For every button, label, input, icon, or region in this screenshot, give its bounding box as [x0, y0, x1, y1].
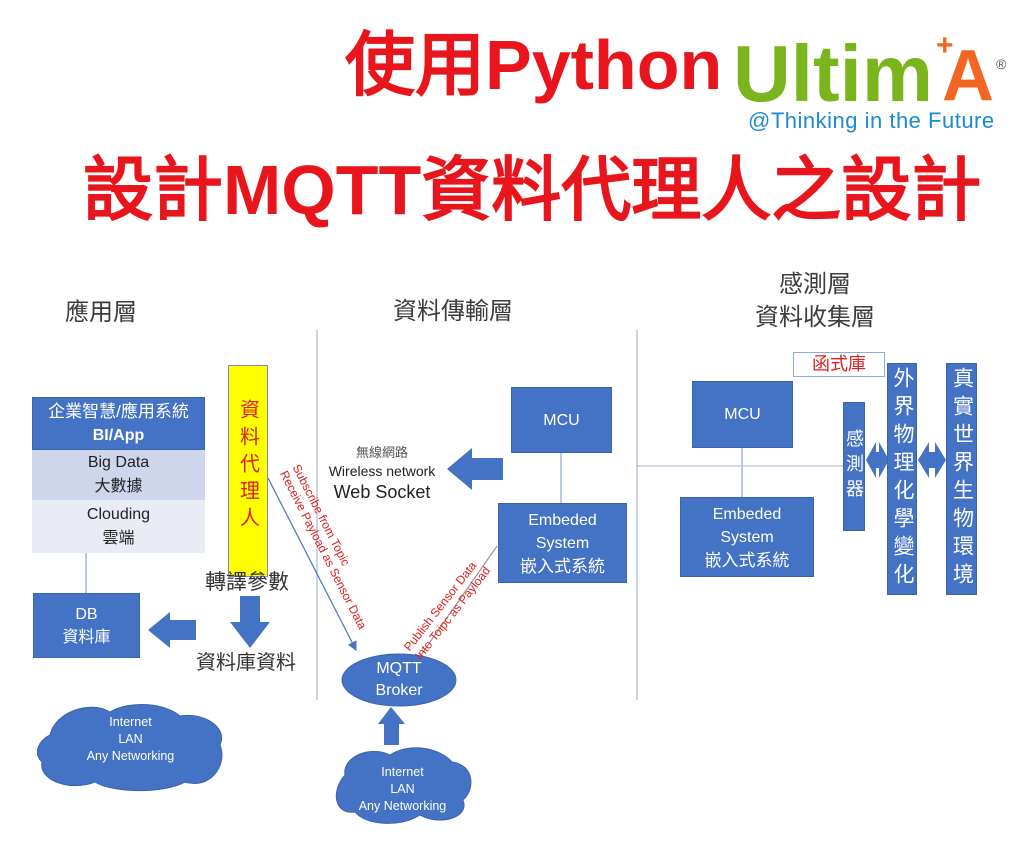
sensor-box: 感測器 [843, 402, 865, 531]
layer-label-sensing-line1: 感測層 [779, 271, 851, 298]
ultima-logo: Ultim + A ® @Thinking in the Future [730, 20, 1014, 138]
big-data-title: Big Data [87, 454, 150, 471]
cloud-application [37, 703, 223, 792]
layer-label-application: 應用層 [65, 299, 137, 326]
broker-label-line1: MQTT [376, 660, 422, 677]
application-system-stack: 企業智慧/應用系統 BI/App Big Data 大數據 Clouding 雲… [32, 397, 205, 553]
mcu-label-transport: MCU [543, 411, 580, 429]
title-line-2: 設計MQTT資料代理人之設計 [83, 151, 982, 229]
subscribe-arrow-line [267, 477, 357, 652]
physical-chemical-change-label: 外界物理化學變化 [891, 367, 914, 591]
library-label: 函式庫 [812, 354, 866, 374]
left-arrow-to-db [148, 612, 196, 648]
cloud-label-internet: Internet [381, 765, 424, 779]
wireless-network-label: 無線網路 Wireless network Web Socket [322, 443, 442, 504]
physical-chemical-change-box: 外界物理化學變化 [887, 363, 917, 595]
cloud-label-lan: LAN [118, 732, 143, 746]
db-box-subtitle: 資料庫 [62, 628, 111, 646]
logo-tagline: @Thinking in the Future [748, 108, 995, 133]
web-socket-label: Web Socket [333, 482, 431, 502]
layer-label-transport: 資料傳輸層 [393, 298, 513, 325]
embedded-line2: System [535, 534, 590, 552]
publish-line [420, 545, 498, 656]
registered-mark: ® [996, 56, 1007, 72]
clouding-block: Clouding 雲端 [32, 500, 205, 553]
embedded-line2: System [720, 528, 774, 546]
logo-plus: + [936, 29, 954, 62]
cloud-label-any-networking: Any Networking [358, 799, 447, 813]
data-agent-box: 資料代理人 [228, 365, 268, 577]
big-data-block: Big Data 大數據 [32, 450, 205, 500]
layer-label-sensing-line2: 資料收集層 [755, 304, 875, 331]
cloud-application-label: Internet LAN Any Networking [38, 714, 223, 765]
real-world-environment-box: 真實世界生物環境 [946, 363, 977, 595]
embedded-line1: Embeded [712, 505, 782, 523]
cloud-label-lan: LAN [390, 782, 415, 796]
double-arrow-physical-environment [918, 442, 946, 478]
logo-wordmark: Ultim [733, 29, 933, 118]
mqtt-broker-label: MQTT Broker [342, 658, 456, 702]
clouding-subtitle: 雲端 [102, 529, 135, 547]
embedded-system-box-transport: Embeded System 嵌入式系統 [498, 503, 627, 583]
library-box: 函式庫 [793, 352, 885, 377]
clouding-title: Clouding [86, 505, 151, 523]
bi-app-block: 企業智慧/應用系統 BI/App [32, 397, 205, 450]
data-agent-label: 資料代理人 [236, 399, 259, 534]
embedded-line3: 嵌入式系統 [704, 550, 790, 570]
logo-letter-a: A [942, 36, 994, 116]
cloud-label-any-networking: Any Networking [86, 749, 175, 763]
mcu-label-sensing: MCU [724, 406, 761, 423]
title-line-1: 使用Python [345, 26, 723, 104]
bi-app-subtitle: BI/App [92, 426, 145, 444]
sensor-label: 感測器 [844, 429, 864, 504]
embedded-line3: 嵌入式系統 [520, 556, 605, 576]
mqtt-broker-ellipse [341, 653, 457, 707]
layer-label-sensing: 感測層 資料收集層 [745, 270, 885, 333]
big-data-subtitle: 大數據 [94, 478, 143, 495]
mcu-box-transport: MCU [511, 387, 612, 453]
cloud-transport-label: Internet LAN Any Networking [335, 764, 470, 815]
wireless-label-en: Wireless network [328, 463, 436, 479]
embedded-system-box-sensing: Embeded System 嵌入式系統 [680, 497, 814, 577]
mcu-box-sensing: MCU [692, 381, 793, 448]
double-arrow-sensor-physical [866, 442, 889, 478]
up-arrow-to-broker [378, 707, 405, 745]
down-arrow-translate [230, 596, 270, 648]
embedded-line1: Embeded [528, 511, 597, 529]
bi-app-title: 企業智慧/應用系統 [48, 401, 189, 421]
db-box-title: DB [75, 605, 98, 623]
cloud-label-internet: Internet [109, 715, 152, 729]
translate-params-label: 轉譯參數 [205, 571, 289, 594]
wireless-label-zh: 無線網路 [355, 445, 408, 460]
cloud-transport [335, 747, 472, 824]
broker-label-line2: Broker [375, 682, 423, 699]
left-arrow-to-websocket [447, 448, 503, 490]
db-data-label: 資料庫資料 [196, 652, 296, 674]
real-world-environment-label: 真實世界生物環境 [950, 367, 974, 591]
db-box: DB 資料庫 [33, 593, 140, 658]
